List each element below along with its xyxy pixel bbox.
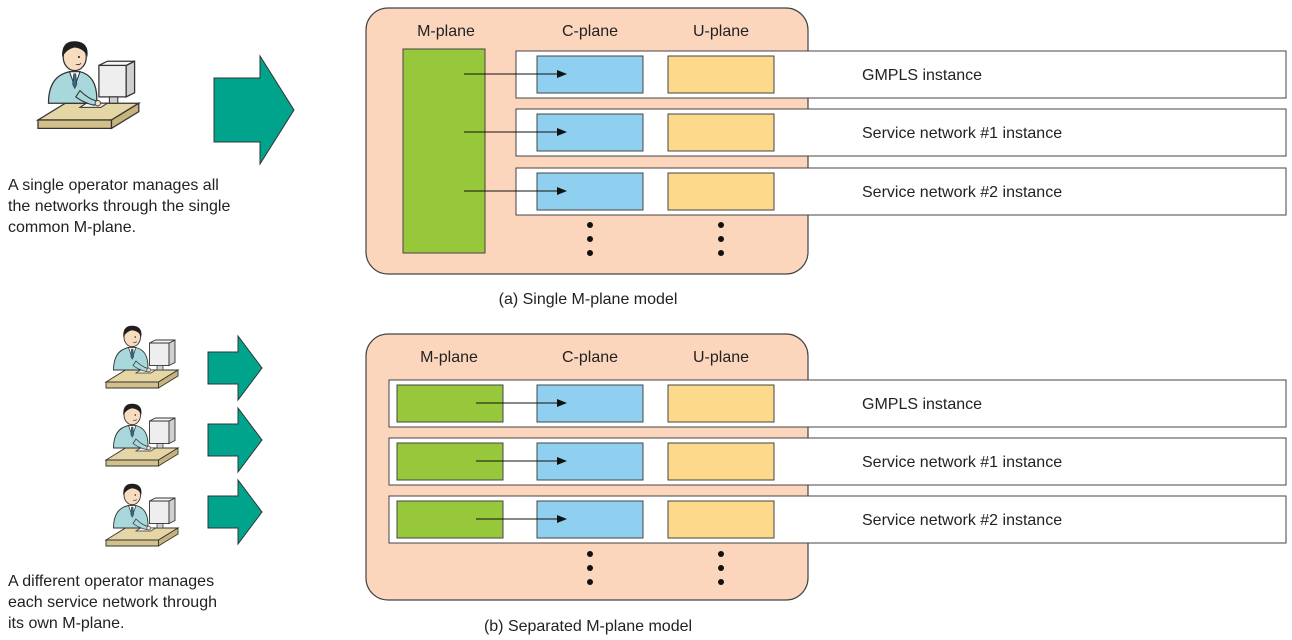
panel-a: M-plane C-plane U-plane GMPLS instance S…: [37, 7, 1287, 308]
operator-b-2-icon: [105, 403, 179, 467]
operator-arrow-b-2: [207, 406, 263, 474]
instance-label-a-1: GMPLS instance: [862, 67, 982, 84]
operator-arrow-a: [213, 54, 295, 166]
cplane-header-a: C-plane: [562, 23, 618, 40]
instance-label-b-2: Service network #1 instance: [862, 454, 1062, 471]
instance-row-a-3: [515, 167, 1287, 216]
uplane-header-b: U-plane: [693, 349, 749, 366]
uplane-header-a: U-plane: [693, 23, 749, 40]
uplane-box-b-1: [667, 384, 775, 423]
mplane-header-a: M-plane: [417, 23, 475, 40]
uplane-box-a-1: [667, 55, 775, 94]
mplane-header-b: M-plane: [420, 349, 478, 366]
description-b: A different operator manages each servic…: [8, 573, 217, 632]
continuation-dots-b: [587, 551, 724, 585]
instance-label-b-3: Service network #2 instance: [862, 512, 1062, 529]
cplane-header-b: C-plane: [562, 349, 618, 366]
operator-arrow-b-3: [207, 478, 263, 546]
cplane-box-b-3: [536, 500, 644, 539]
continuation-dots-a: [587, 222, 724, 256]
operator-a-icon: [37, 40, 140, 130]
operator-b-1-icon: [105, 325, 179, 389]
caption-a: (a) Single M-plane model: [499, 291, 678, 308]
instance-row-a-1: [515, 50, 1287, 99]
panel-b: M-plane C-plane U-plane GMPLS instance S…: [105, 325, 1287, 635]
caption-b: (b) Separated M-plane model: [484, 618, 692, 635]
uplane-box-b-2: [667, 442, 775, 481]
uplane-box-b-3: [667, 500, 775, 539]
common-mplane-box: [402, 48, 486, 254]
operator-b-3-icon: [105, 483, 179, 547]
uplane-box-a-3: [667, 172, 775, 211]
instance-label-a-2: Service network #1 instance: [862, 125, 1062, 142]
instance-label-b-1: GMPLS instance: [862, 396, 982, 413]
uplane-box-a-2: [667, 113, 775, 152]
description-a: A single operator manages all the networ…: [8, 177, 231, 236]
instance-label-a-3: Service network #2 instance: [862, 184, 1062, 201]
instance-row-a-2: [515, 108, 1287, 157]
operator-arrow-b-1: [207, 334, 263, 402]
